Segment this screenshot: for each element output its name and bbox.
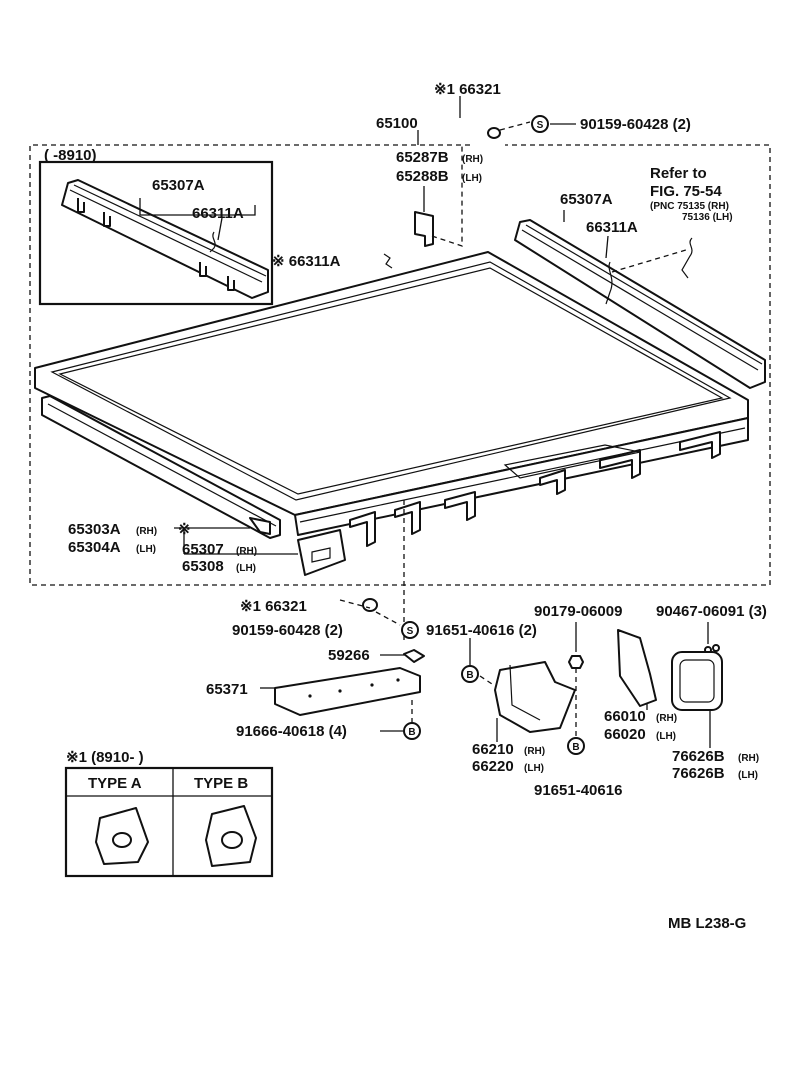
label-65304A: 65304A — [68, 539, 121, 556]
label-pnc-75136: 75136 (LH) — [682, 212, 733, 223]
label-right-66311A: 66311A — [586, 219, 638, 236]
label-note-66321-bottom: ※1 66321 — [240, 598, 307, 615]
grommet-76626B — [671, 651, 723, 711]
label-65287B-rh: (RH) — [462, 154, 483, 165]
label-65288B: 65288B — [396, 168, 449, 185]
mudguard-66210 — [494, 661, 576, 733]
label-65303A: 65303A — [68, 521, 121, 538]
label-66010: 66010 — [604, 708, 646, 725]
plate-65371 — [274, 667, 421, 716]
label-66220-lh: (LH) — [524, 763, 544, 774]
label-65304A-lh: (LH) — [136, 544, 156, 555]
nut-66321-bottom — [362, 598, 378, 612]
label-pnc-75135: (PNC 75135 (RH) — [650, 201, 729, 212]
label-refer-to: Refer to — [650, 165, 707, 182]
marker-s-top: S — [531, 115, 549, 133]
type-table — [64, 766, 274, 878]
nut-90179 — [568, 655, 584, 669]
label-fig-75-54: FIG. 75-54 — [650, 183, 722, 200]
label-90179: 90179-06009 — [534, 603, 622, 620]
bed-frame — [34, 251, 749, 576]
label-66010-rh: (RH) — [656, 713, 677, 724]
label-90467: 90467-06091 (3) — [656, 603, 767, 620]
marker-b-1: B — [461, 665, 479, 683]
marker-s-bottom: S — [401, 621, 419, 639]
label-65307: 65307 — [182, 541, 224, 558]
label-66020: 66020 — [604, 726, 646, 743]
bolt-hole — [396, 678, 400, 682]
label-76626B-rh: 76626B — [672, 748, 725, 765]
leaders — [139, 96, 711, 748]
svg-text:S: S — [407, 626, 414, 637]
marker-b-2: B — [403, 722, 421, 740]
label-right-65307A: 65307A — [560, 191, 613, 208]
label-type-b: TYPE B — [194, 775, 248, 792]
label-asterisk-65303: ※ — [178, 521, 191, 538]
bracket-66010 — [617, 629, 657, 707]
bracket-59266 — [403, 649, 425, 663]
label-65100: 65100 — [376, 115, 418, 132]
bolt-hole — [308, 694, 312, 698]
label-66210-rh: (RH) — [524, 746, 545, 757]
type-b-hole — [221, 831, 243, 849]
label-note-66321-top: ※1 66321 — [434, 81, 501, 98]
label-90159-bottom: 90159-60428 (2) — [232, 622, 343, 639]
label-range-8910: ( -8910) — [44, 147, 97, 164]
label-59266: 59266 — [328, 647, 370, 664]
bolt-hole — [338, 689, 342, 693]
label-90159-top: 90159-60428 (2) — [580, 116, 691, 133]
right-rail — [514, 219, 766, 389]
label-76626B-rh-tag: (RH) — [738, 753, 759, 764]
label-65308: 65308 — [182, 558, 224, 575]
label-91651-b: 91651-40616 — [534, 782, 622, 799]
label-65307-rh: (RH) — [236, 546, 257, 557]
label-inset-65307A: 65307A — [152, 177, 205, 194]
label-76626B-lh: 76626B — [672, 765, 725, 782]
svg-text:B: B — [466, 670, 473, 681]
label-65371: 65371 — [206, 681, 248, 698]
label-type-a: TYPE A — [88, 775, 142, 792]
label-91651-a: 91651-40616 (2) — [426, 622, 537, 639]
grommet-inner — [679, 659, 715, 703]
clip-66311A — [383, 253, 393, 269]
label-91666: 91666-40618 (4) — [236, 723, 347, 740]
label-65303A-rh: (RH) — [136, 526, 157, 537]
marker-b-3: B — [567, 737, 585, 755]
nut-66321-top — [487, 127, 501, 139]
label-66220: 66220 — [472, 758, 514, 775]
label-65288B-lh: (LH) — [462, 173, 482, 184]
svg-text:B: B — [408, 727, 415, 738]
type-a-hole — [112, 832, 132, 848]
label-76626B-lh-tag: (LH) — [738, 770, 758, 781]
label-66210: 66210 — [472, 741, 514, 758]
mudguard-detail — [509, 664, 541, 721]
label-65287B: 65287B — [396, 149, 449, 166]
link-75135 — [681, 237, 693, 279]
label-ref-code: MB L238-G — [668, 915, 746, 932]
bolt-hole — [370, 683, 374, 687]
label-65308-lh: (LH) — [236, 563, 256, 574]
svg-text:S: S — [537, 120, 544, 131]
hinge-65287B — [414, 211, 434, 247]
inset-rail — [61, 179, 269, 299]
label-type-range: ※1 (8910- ) — [66, 749, 144, 766]
inset-box — [38, 160, 274, 306]
label-66020-lh: (LH) — [656, 731, 676, 742]
label-note-66311A: ※ 66311A — [272, 253, 341, 270]
svg-text:B: B — [572, 742, 579, 753]
label-inset-66311A: 66311A — [192, 205, 244, 222]
